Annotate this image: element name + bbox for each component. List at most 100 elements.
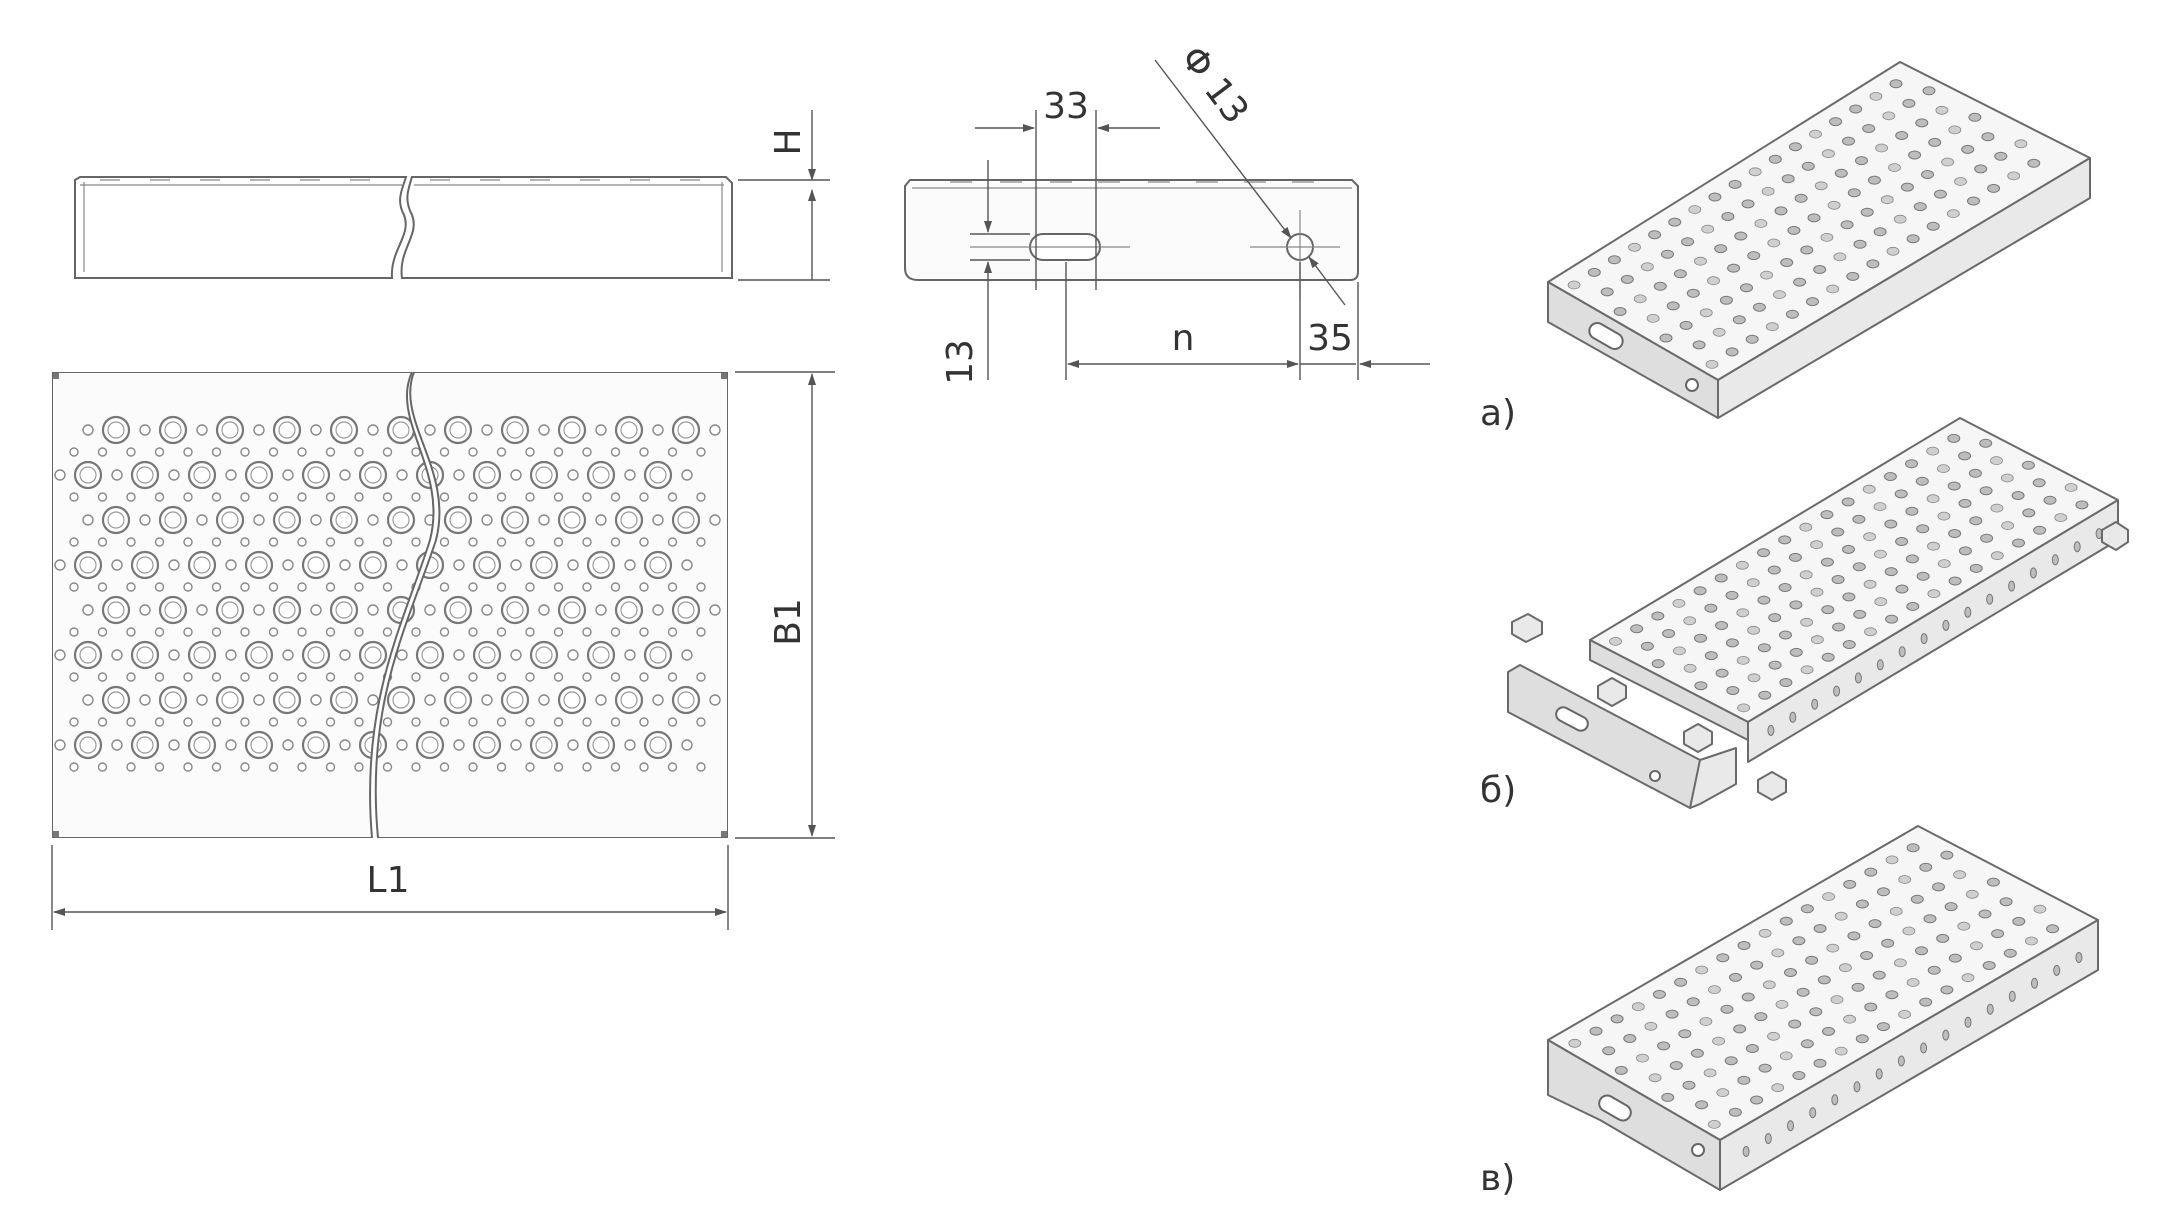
tread-hole [1927,965,1941,975]
tread-hole [1800,1039,1814,1049]
tread-hole [1948,529,1962,538]
tread-hole [1695,1100,1709,1110]
side-hole [2031,977,2038,989]
tread-hole [2043,495,2057,505]
plan-hole-large [472,730,502,760]
plan-hole-small [468,717,478,727]
plan-hole-small [139,514,151,526]
plan-hole-large-inner [307,736,325,754]
plan-hole-large-inner [677,421,695,439]
tread-hole [1683,616,1697,626]
tread-hole [1810,540,1823,550]
plan-hole-small [183,627,193,637]
tread-hole [1827,200,1841,210]
tread-hole [1648,1073,1662,1083]
plan-hole-small [69,762,79,772]
plan-hole-large-inner [449,421,467,439]
plan-hole-large [215,685,245,715]
height-dimension: H [738,110,830,281]
plan-hole-small [510,559,522,571]
plan-hole-large [158,595,188,625]
plan-hole-small [582,537,592,547]
tread-hole [1792,936,1806,946]
tread-hole [1765,322,1779,332]
tread-hole [1860,207,1874,217]
plan-hole-large [329,415,359,445]
plan-hole-large-inner [649,646,667,664]
plan-hole-large-inner [449,691,467,709]
dim-35-label: 35 [1307,318,1353,359]
plan-hole-small [211,537,222,547]
tread-hole [1822,1026,1835,1036]
tread-hole [1877,887,1890,897]
tread-hole [1661,249,1674,259]
side-hole [1920,633,1928,645]
plan-hole-small [582,582,592,592]
tread-hole [1661,1092,1675,1102]
plan-hole-small [538,514,550,526]
plan-hole-small [411,492,421,502]
tread-hole [1651,611,1665,621]
tread-hole [1991,929,2005,939]
plan-hole-small [253,514,265,526]
tread-hole [1757,643,1771,653]
tread-hole [1728,179,1742,189]
tread-hole [1821,652,1835,662]
plan-hole-small [111,739,123,751]
plan-hole-small [424,604,436,616]
plan-hole-large [73,730,103,760]
plan-hole-small [667,582,678,592]
tread-hole [1936,933,1950,943]
tread-hole [1940,850,1954,860]
plan-hole-large-inner [79,736,97,754]
plan-hole-large-inner [364,556,382,574]
plan-hole-small [196,424,208,436]
plan-hole-large [557,685,587,715]
plan-hole-small [553,717,564,727]
tread-hole [1760,270,1773,280]
plan-hole-small [496,627,507,637]
plan-hole-small [253,604,265,616]
plan-hole-small [111,559,123,571]
tread-hole [1703,1068,1717,1078]
tread-hole [2033,525,2047,535]
tread-hole [1613,307,1627,316]
tread-hole [1733,1024,1747,1034]
plan-hole-small [268,717,279,727]
plan-hole-small [696,672,706,682]
tread-hole [1800,665,1814,675]
plan-hole-large [586,640,616,670]
plan-hole-large-inner [392,421,410,439]
plan-hole-small [97,582,108,592]
tread-hole [1832,622,1846,632]
plan-hole-small [481,694,493,706]
tread-hole [1610,1014,1624,1024]
variant-v-isometric: в) [1480,825,2099,1199]
plan-hole-small [69,492,79,502]
tread-hole [1748,167,1762,177]
tread-hole [1716,953,1730,963]
tread-hole [1895,537,1909,546]
tread-hole [1893,214,1907,224]
tread-hole [1873,227,1887,237]
plan-hole-small [183,717,193,727]
tread-hole [1801,161,1815,171]
tread-hole [1746,578,1760,588]
tread-hole [1847,931,1861,941]
slot-width-dimension: 33 [975,86,1160,290]
plan-hole-large [215,505,245,535]
tread-hole [1821,605,1835,615]
plan-hole-large [73,640,103,670]
plan-hole-small [139,604,151,616]
plan-hole-small [567,649,579,661]
plan-hole-small [582,672,592,682]
plan-hole-large-inner [335,601,353,619]
tread-hole [1785,309,1799,319]
plan-hole-large-inner [250,466,268,484]
plan-hole-small [525,672,535,682]
plan-hole-small [268,672,279,682]
tread-hole [1981,132,1995,142]
tread-hole [1946,209,1960,219]
